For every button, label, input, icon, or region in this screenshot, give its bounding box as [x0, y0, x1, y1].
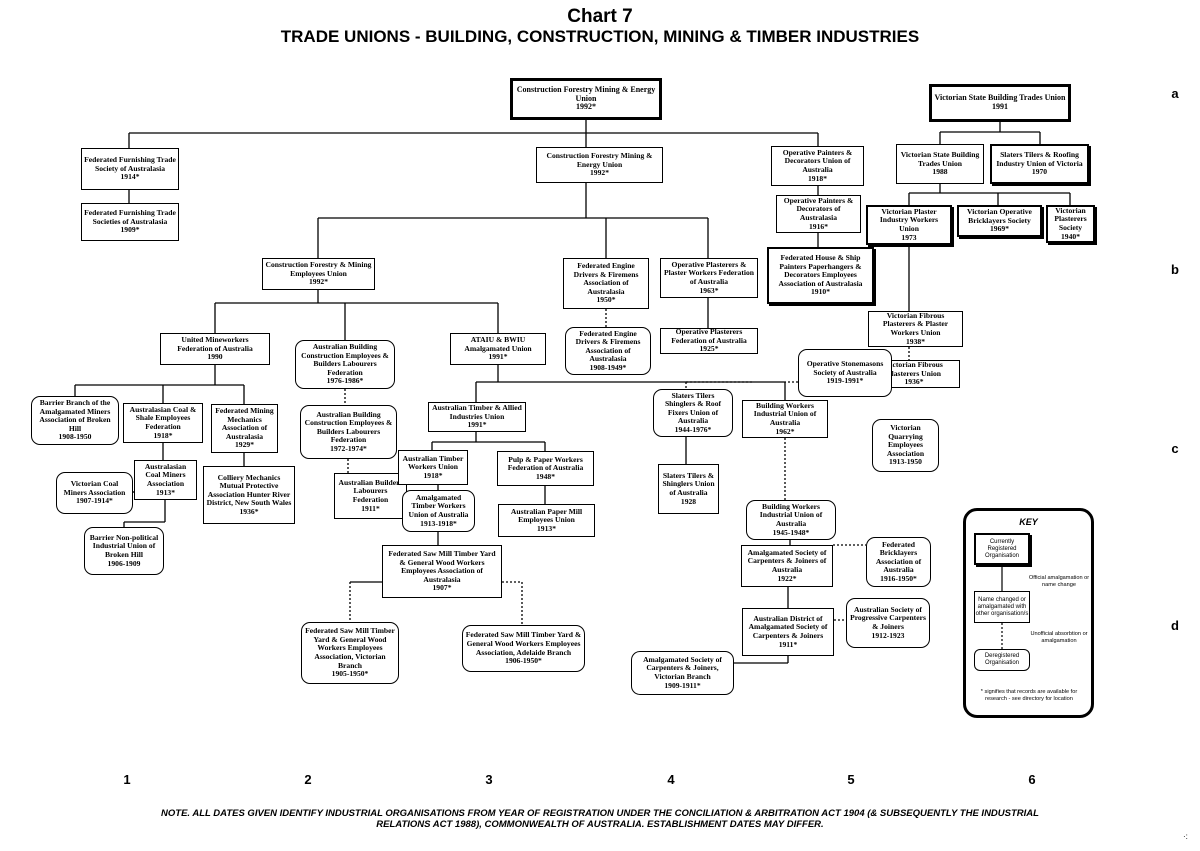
org-node-sttr: Slaters Tilers & Roofing Industry Union …	[990, 144, 1089, 184]
legend-key: KEY Currently Registered Organisation Of…	[963, 508, 1094, 718]
org-node-barrier-amal: Barrier Branch of the Amalgamated Miners…	[31, 396, 119, 445]
org-node-vobs: Victorian Operative Bricklayers Society …	[957, 205, 1042, 237]
org-node-ftsa: Federated Furnishing Trade Societies of …	[81, 203, 179, 241]
org-node-acma: Australasian Coal Miners Association 191…	[134, 460, 197, 500]
key-title: KEY	[1019, 517, 1038, 527]
org-node-fmma: Federated Mining Mechanics Association o…	[211, 404, 278, 453]
org-node-opda: Operative Painters & Decorators of Austr…	[776, 195, 861, 233]
org-node-abc-blf: Australian Building Construction Employe…	[295, 340, 395, 389]
key-dereg-box: Deregistered Organisation	[974, 649, 1030, 671]
org-node-vqea: Victorian Quarrying Employees Associatio…	[872, 419, 939, 472]
org-node-abl: Australian Builders Labourers Federation…	[334, 473, 407, 519]
org-node-bwiu2: Building Workers Industrial Union of Aus…	[746, 500, 836, 540]
org-node-opdu: Operative Painters & Decorators Union of…	[771, 146, 864, 186]
org-node-bwiu: Building Workers Industrial Union of Aus…	[742, 400, 828, 438]
org-node-ascj-vic: Amalgamated Society of Carpenters & Join…	[631, 651, 734, 695]
org-node-vcma: Victorian Coal Miners Association 1907-1…	[56, 472, 133, 514]
org-node-strf: Slaters Tilers Shinglers & Roof Fixers U…	[653, 389, 733, 437]
org-node-stones: Operative Stonemasons Society of Austral…	[798, 349, 892, 397]
column-label-4: 4	[667, 772, 675, 787]
org-node-vpiwu: Victorian Plaster Industry Workers Union…	[866, 205, 952, 245]
org-node-abc-blf2: Australian Building Construction Employe…	[300, 405, 397, 459]
org-node-cfmeu-top: Construction Forestry Mining & Energy Un…	[510, 78, 662, 120]
key-official-text: Official amalgamation or name change	[1028, 575, 1090, 588]
column-label-1: 1	[123, 772, 131, 787]
org-node-ascj: Amalgamated Society of Carpenters & Join…	[741, 545, 833, 587]
row-label-c: c	[1171, 441, 1179, 456]
org-node-umw: United Mineworkers Federation of Austral…	[160, 333, 270, 365]
org-node-fba: Federated Bricklayers Association of Aus…	[866, 537, 931, 587]
org-node-cfmeu: Construction Forestry Mining & Energy Un…	[536, 147, 663, 183]
org-node-ataiu-bwiu: ATAIU & BWIU Amalgamated Union 1991*	[450, 333, 546, 365]
column-label-5: 5	[847, 772, 855, 787]
org-node-atwua: Amalgamated Timber Workers Union of Aust…	[402, 490, 475, 532]
row-label-b: b	[1171, 262, 1179, 277]
org-node-fsm-vic: Federated Saw Mill Timber Yard & General…	[301, 622, 399, 684]
key-lines	[1001, 567, 1003, 649]
org-node-vsbtu-top: Victorian State Building Trades Union 19…	[929, 84, 1071, 122]
org-node-ataiu: Australian Timber & Allied Industries Un…	[428, 402, 526, 432]
org-node-atwu: Australian Timber Workers Union 1918*	[398, 450, 468, 485]
org-node-vfppw: Victorian Fibrous Plasterers & Plaster W…	[868, 311, 963, 347]
row-label-d: d	[1171, 618, 1179, 633]
key-note: * signifies that records are available f…	[980, 689, 1078, 702]
org-node-apmeu: Australian Paper Mill Employees Union 19…	[498, 504, 595, 537]
org-node-vsbtu: Victorian State Building Trades Union 19…	[896, 144, 984, 184]
org-node-vps: Victorian Plasterers Society 1940*	[1046, 205, 1095, 243]
org-node-fedfa: Federated Engine Drivers & Firemens Asso…	[563, 258, 649, 309]
column-label-3: 3	[485, 772, 493, 787]
chart-title: TRADE UNIONS - BUILDING, CONSTRUCTION, M…	[280, 27, 920, 46]
org-node-collieries: Colliery Mechanics Mutual Protective Ass…	[203, 466, 295, 524]
key-current-box: Currently Registered Organisation	[974, 533, 1030, 565]
org-node-opfa: Operative Plasterers Federation of Austr…	[660, 327, 758, 354]
org-node-fhsp: Federated House & Ship Painters Paperhan…	[767, 247, 874, 304]
row-label-a: a	[1171, 86, 1179, 101]
org-node-cfmeu-emp: Construction Forestry & Mining Employees…	[262, 258, 375, 290]
key-unofficial-text: Unofficial absorbtion or amalgamation	[1030, 631, 1088, 644]
org-node-stsu: Slaters Tilers & Shinglers Union of Aust…	[658, 464, 719, 514]
org-node-fsm: Federated Saw Mill Timber Yard & General…	[382, 545, 502, 598]
org-node-fedfa-old: Federated Engine Drivers & Firemens Asso…	[565, 327, 651, 375]
org-node-oppw: Operative Plasterers & Plaster Workers F…	[660, 258, 758, 298]
column-label-6: 6	[1028, 772, 1036, 787]
org-node-ffts: Federated Furnishing Trade Society of Au…	[81, 148, 179, 190]
org-node-acse: Australasian Coal & Shale Employees Fede…	[123, 403, 203, 443]
chart-number: Chart 7	[567, 6, 633, 27]
column-label-2: 2	[304, 772, 312, 787]
corner-mark: ·:	[1183, 832, 1188, 841]
org-node-aspcj: Australian Society of Progressive Carpen…	[846, 598, 930, 648]
footer-note: NOTE. ALL DATES GIVEN IDENTIFY INDUSTRIA…	[161, 808, 1039, 830]
org-node-ppwf: Pulp & Paper Workers Federation of Austr…	[497, 451, 594, 486]
org-node-barrier-np: Barrier Non-political Industrial Union o…	[84, 527, 164, 575]
org-node-adascj: Australian District of Amalgamated Socie…	[742, 608, 834, 656]
org-node-fsm-adl: Federated Saw Mill Timber Yard & General…	[462, 625, 585, 672]
key-changed-box: Name changed or amalgamated with other o…	[974, 591, 1030, 623]
